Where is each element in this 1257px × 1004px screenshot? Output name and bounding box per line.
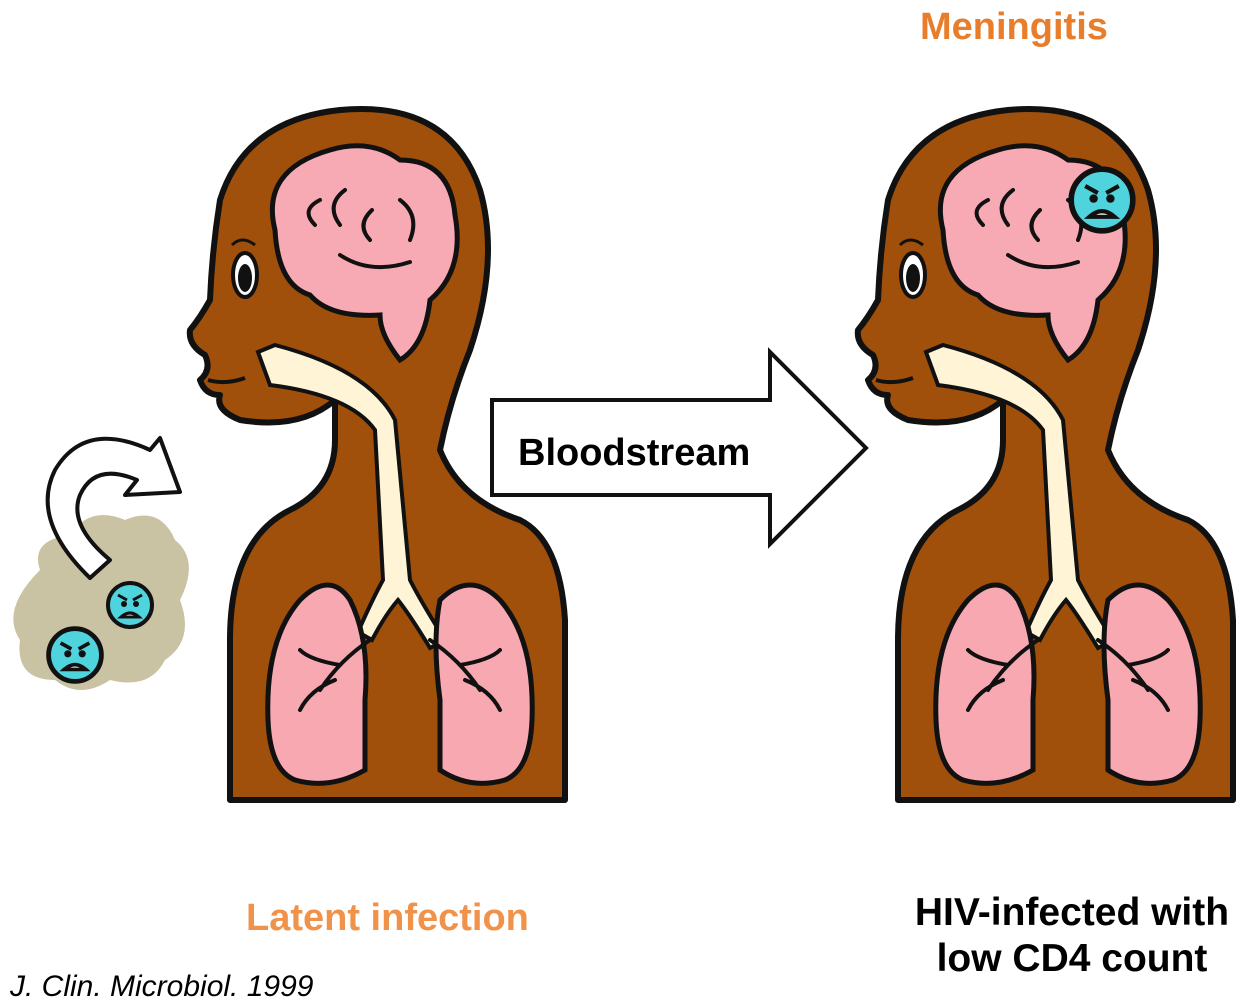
hiv-label: HIV-infected with low CD4 count [892,890,1252,982]
spore-microbe-icon [49,629,102,682]
latent-infection-label: Latent infection [246,897,529,940]
meningitis-label: Meningitis [920,6,1108,49]
brain-microbe-icon [1071,169,1133,231]
bloodstream-label: Bloodstream [518,432,750,475]
hiv-label-line2: low CD4 count [892,936,1252,982]
citation-text: J. Clin. Microbiol. 1999 [10,970,313,1004]
hiv-label-line1: HIV-infected with [892,890,1252,936]
spore-microbe-icon [108,583,152,627]
meningitis-person-figure [858,109,1233,800]
